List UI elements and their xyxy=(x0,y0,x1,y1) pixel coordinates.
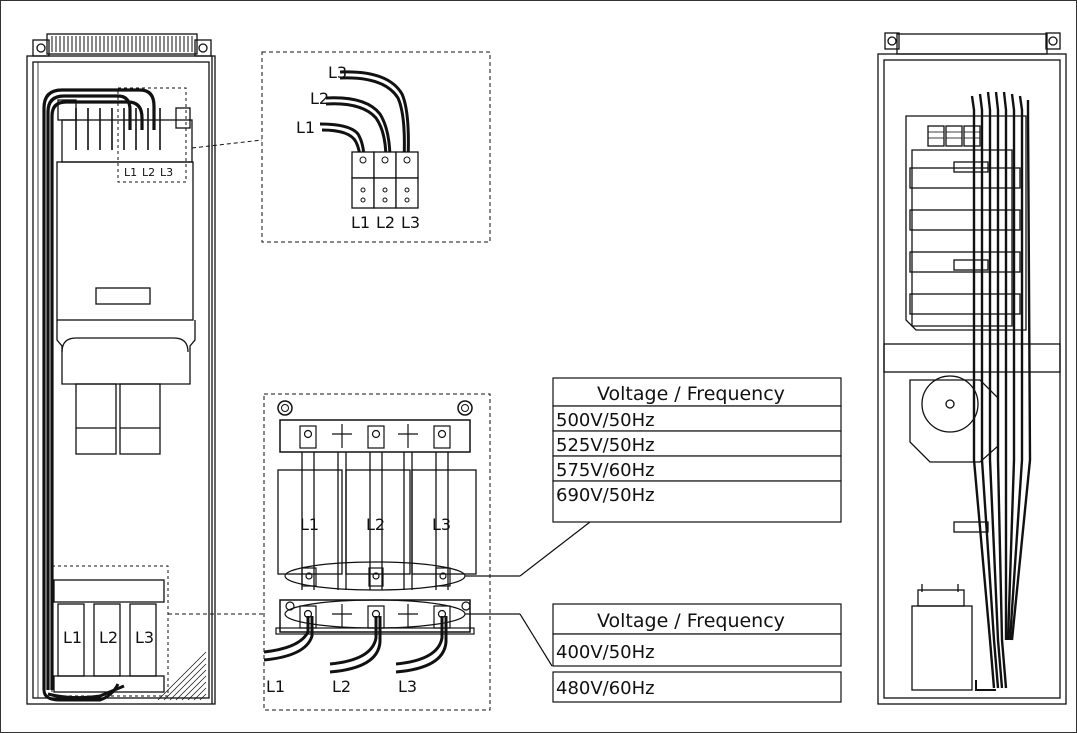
terminal-detail xyxy=(261,51,491,243)
cabinet-choke-label-l3: L3 xyxy=(135,628,154,647)
lower-table-header: Voltage / Frequency xyxy=(597,610,785,632)
upper-table-row-3: 575V/60Hz xyxy=(556,460,655,481)
terminal-cable-label-l1: L1 xyxy=(296,118,315,137)
choke-cable-label-l3: L3 xyxy=(398,677,417,696)
choke-detail xyxy=(263,393,591,711)
choke-coil-label-l2: L2 xyxy=(366,515,385,534)
terminal-cable-label-l3: L3 xyxy=(328,63,347,82)
upper-table-row-1: 500V/50Hz xyxy=(556,410,655,431)
cabinet-terminal-label-l1: L1 xyxy=(124,166,137,179)
choke-cable-label-l1: L1 xyxy=(266,677,285,696)
detail-leaders xyxy=(168,139,264,615)
cabinet-terminal-label-l2: L2 xyxy=(142,166,155,179)
right-cabinet xyxy=(877,32,1067,705)
left-cabinet xyxy=(26,33,216,705)
choke-coil-label-l1: L1 xyxy=(300,515,319,534)
choke-cable-label-l2: L2 xyxy=(332,677,351,696)
voltage-table-upper xyxy=(552,377,842,523)
terminal-cable-label-l2: L2 xyxy=(310,89,329,108)
lower-table-row-1: 400V/50Hz xyxy=(556,642,655,663)
choke-coil-label-l3: L3 xyxy=(432,515,451,534)
upper-table-row-2: 525V/50Hz xyxy=(556,435,655,456)
cabinet-terminal-label-l3: L3 xyxy=(160,166,173,179)
terminal-block-label-l2: L2 xyxy=(376,213,395,232)
lower-table-row-2: 480V/60Hz xyxy=(556,678,655,699)
cabinet-choke-label-l2: L2 xyxy=(99,628,118,647)
cabinet-choke-label-l1: L1 xyxy=(63,628,82,647)
voltage-table-lower xyxy=(552,603,842,703)
upper-table-header: Voltage / Frequency xyxy=(597,383,785,405)
upper-table-row-4: 690V/50Hz xyxy=(556,485,655,506)
terminal-block-label-l1: L1 xyxy=(351,213,370,232)
terminal-block-label-l3: L3 xyxy=(401,213,420,232)
